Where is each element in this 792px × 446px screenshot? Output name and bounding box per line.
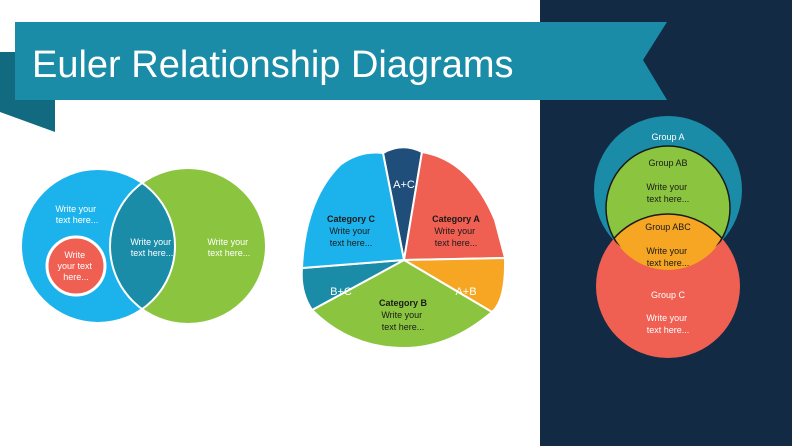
segment-category-c bbox=[300, 151, 406, 270]
page-title: Euler Relationship Diagrams bbox=[32, 44, 514, 86]
overlap-lens bbox=[110, 169, 175, 323]
label-a-plus-b: A+B bbox=[455, 286, 476, 298]
text-category-c: Write your text here... bbox=[329, 226, 372, 248]
group-abc-outline bbox=[606, 213, 730, 270]
text-category-b: Write your text here... bbox=[381, 310, 424, 332]
d1-right-text: Write your text here... bbox=[207, 237, 250, 258]
label-category-a: Category A bbox=[432, 214, 480, 224]
group-abc-region bbox=[606, 214, 730, 270]
label-group-ab: Group AB bbox=[648, 158, 687, 168]
banner-ribbon bbox=[15, 22, 667, 100]
segment-category-b bbox=[310, 258, 494, 350]
label-b-plus-c: B+C bbox=[330, 286, 352, 298]
d1-middle-text: Write your text here... bbox=[130, 237, 173, 258]
diagram-nested-groups: Group A Group AB Write your text here...… bbox=[594, 116, 742, 358]
text-group-abc: Write your text here... bbox=[646, 246, 689, 268]
text-group-c: Write your text here... bbox=[646, 313, 689, 335]
green-circle-outline bbox=[109, 167, 267, 325]
inner-red-circle bbox=[45, 235, 107, 297]
label-group-abc: Group ABC bbox=[645, 222, 691, 232]
label-category-c: Category C bbox=[327, 214, 376, 224]
text-group-ab: Write your text here... bbox=[646, 182, 689, 204]
group-ab-outline bbox=[605, 145, 731, 264]
d1-left-text: Write your text here... bbox=[55, 204, 98, 225]
diagram-three-categories: A+C Category C Write your text here... C… bbox=[300, 146, 507, 350]
label-group-a: Group A bbox=[651, 132, 684, 142]
label-group-c: Group C bbox=[651, 290, 686, 300]
label-a-plus-c: A+C bbox=[393, 179, 415, 191]
segment-category-a bbox=[402, 150, 507, 262]
blue-circle-outline bbox=[20, 168, 176, 324]
diagram-two-circles: Write your text here... Write your text … bbox=[20, 167, 267, 325]
text-category-a: Write your text here... bbox=[434, 226, 477, 248]
d1-inner-text: Write your text here... bbox=[57, 250, 94, 282]
label-category-b: Category B bbox=[379, 298, 428, 308]
title-banner: Euler Relationship Diagrams bbox=[0, 22, 667, 132]
